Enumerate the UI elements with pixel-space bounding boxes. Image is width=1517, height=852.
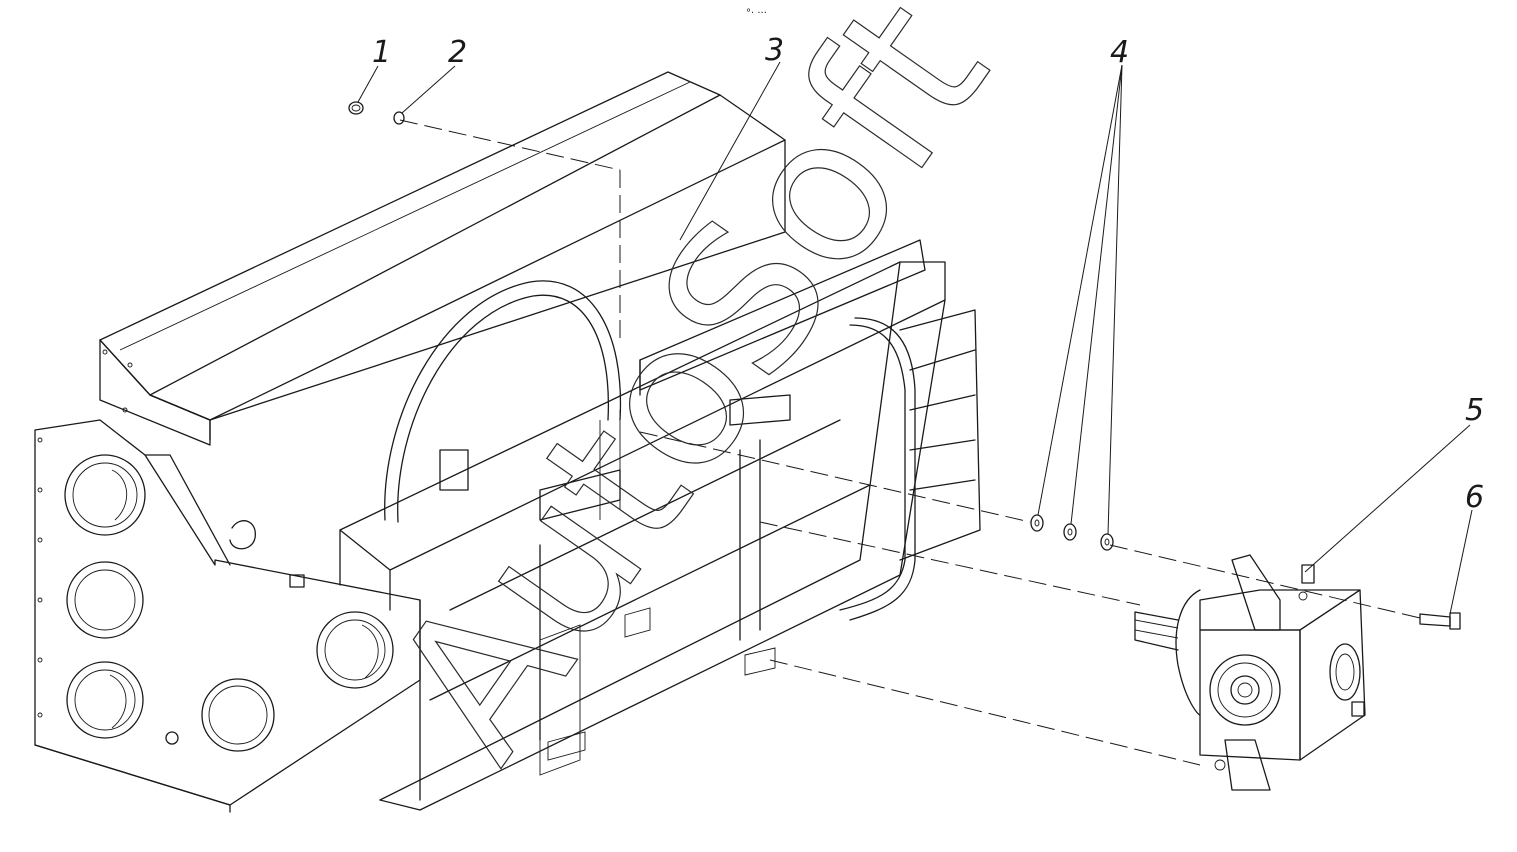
hatch-5	[316, 611, 394, 689]
callout-6: 6	[1465, 480, 1484, 515]
washer-part-2	[393, 111, 405, 125]
hatch-2	[66, 561, 144, 639]
nut-part-1	[348, 101, 364, 115]
centerlines	[399, 119, 1421, 766]
callout-4: 4	[1110, 35, 1129, 70]
callout-5: 5	[1465, 393, 1484, 428]
top-mark: °· ···	[746, 8, 767, 19]
callout-3: 3	[765, 33, 784, 68]
left-side-plate	[34, 419, 421, 813]
rotor-disc	[384, 280, 622, 523]
callout-1: 1	[372, 35, 391, 70]
callout-2: 2	[448, 35, 467, 70]
washers-part-4	[1030, 514, 1114, 551]
hatch-3	[66, 661, 144, 739]
hatch-covers	[64, 454, 394, 752]
main-frame	[339, 239, 981, 811]
hopper-housing	[99, 71, 786, 446]
hatch-4	[201, 678, 275, 752]
bolt-part-6	[1419, 612, 1461, 630]
gearbox-part-5	[1134, 554, 1366, 791]
hatch-1	[64, 454, 146, 536]
callout-leaders	[357, 61, 1473, 615]
